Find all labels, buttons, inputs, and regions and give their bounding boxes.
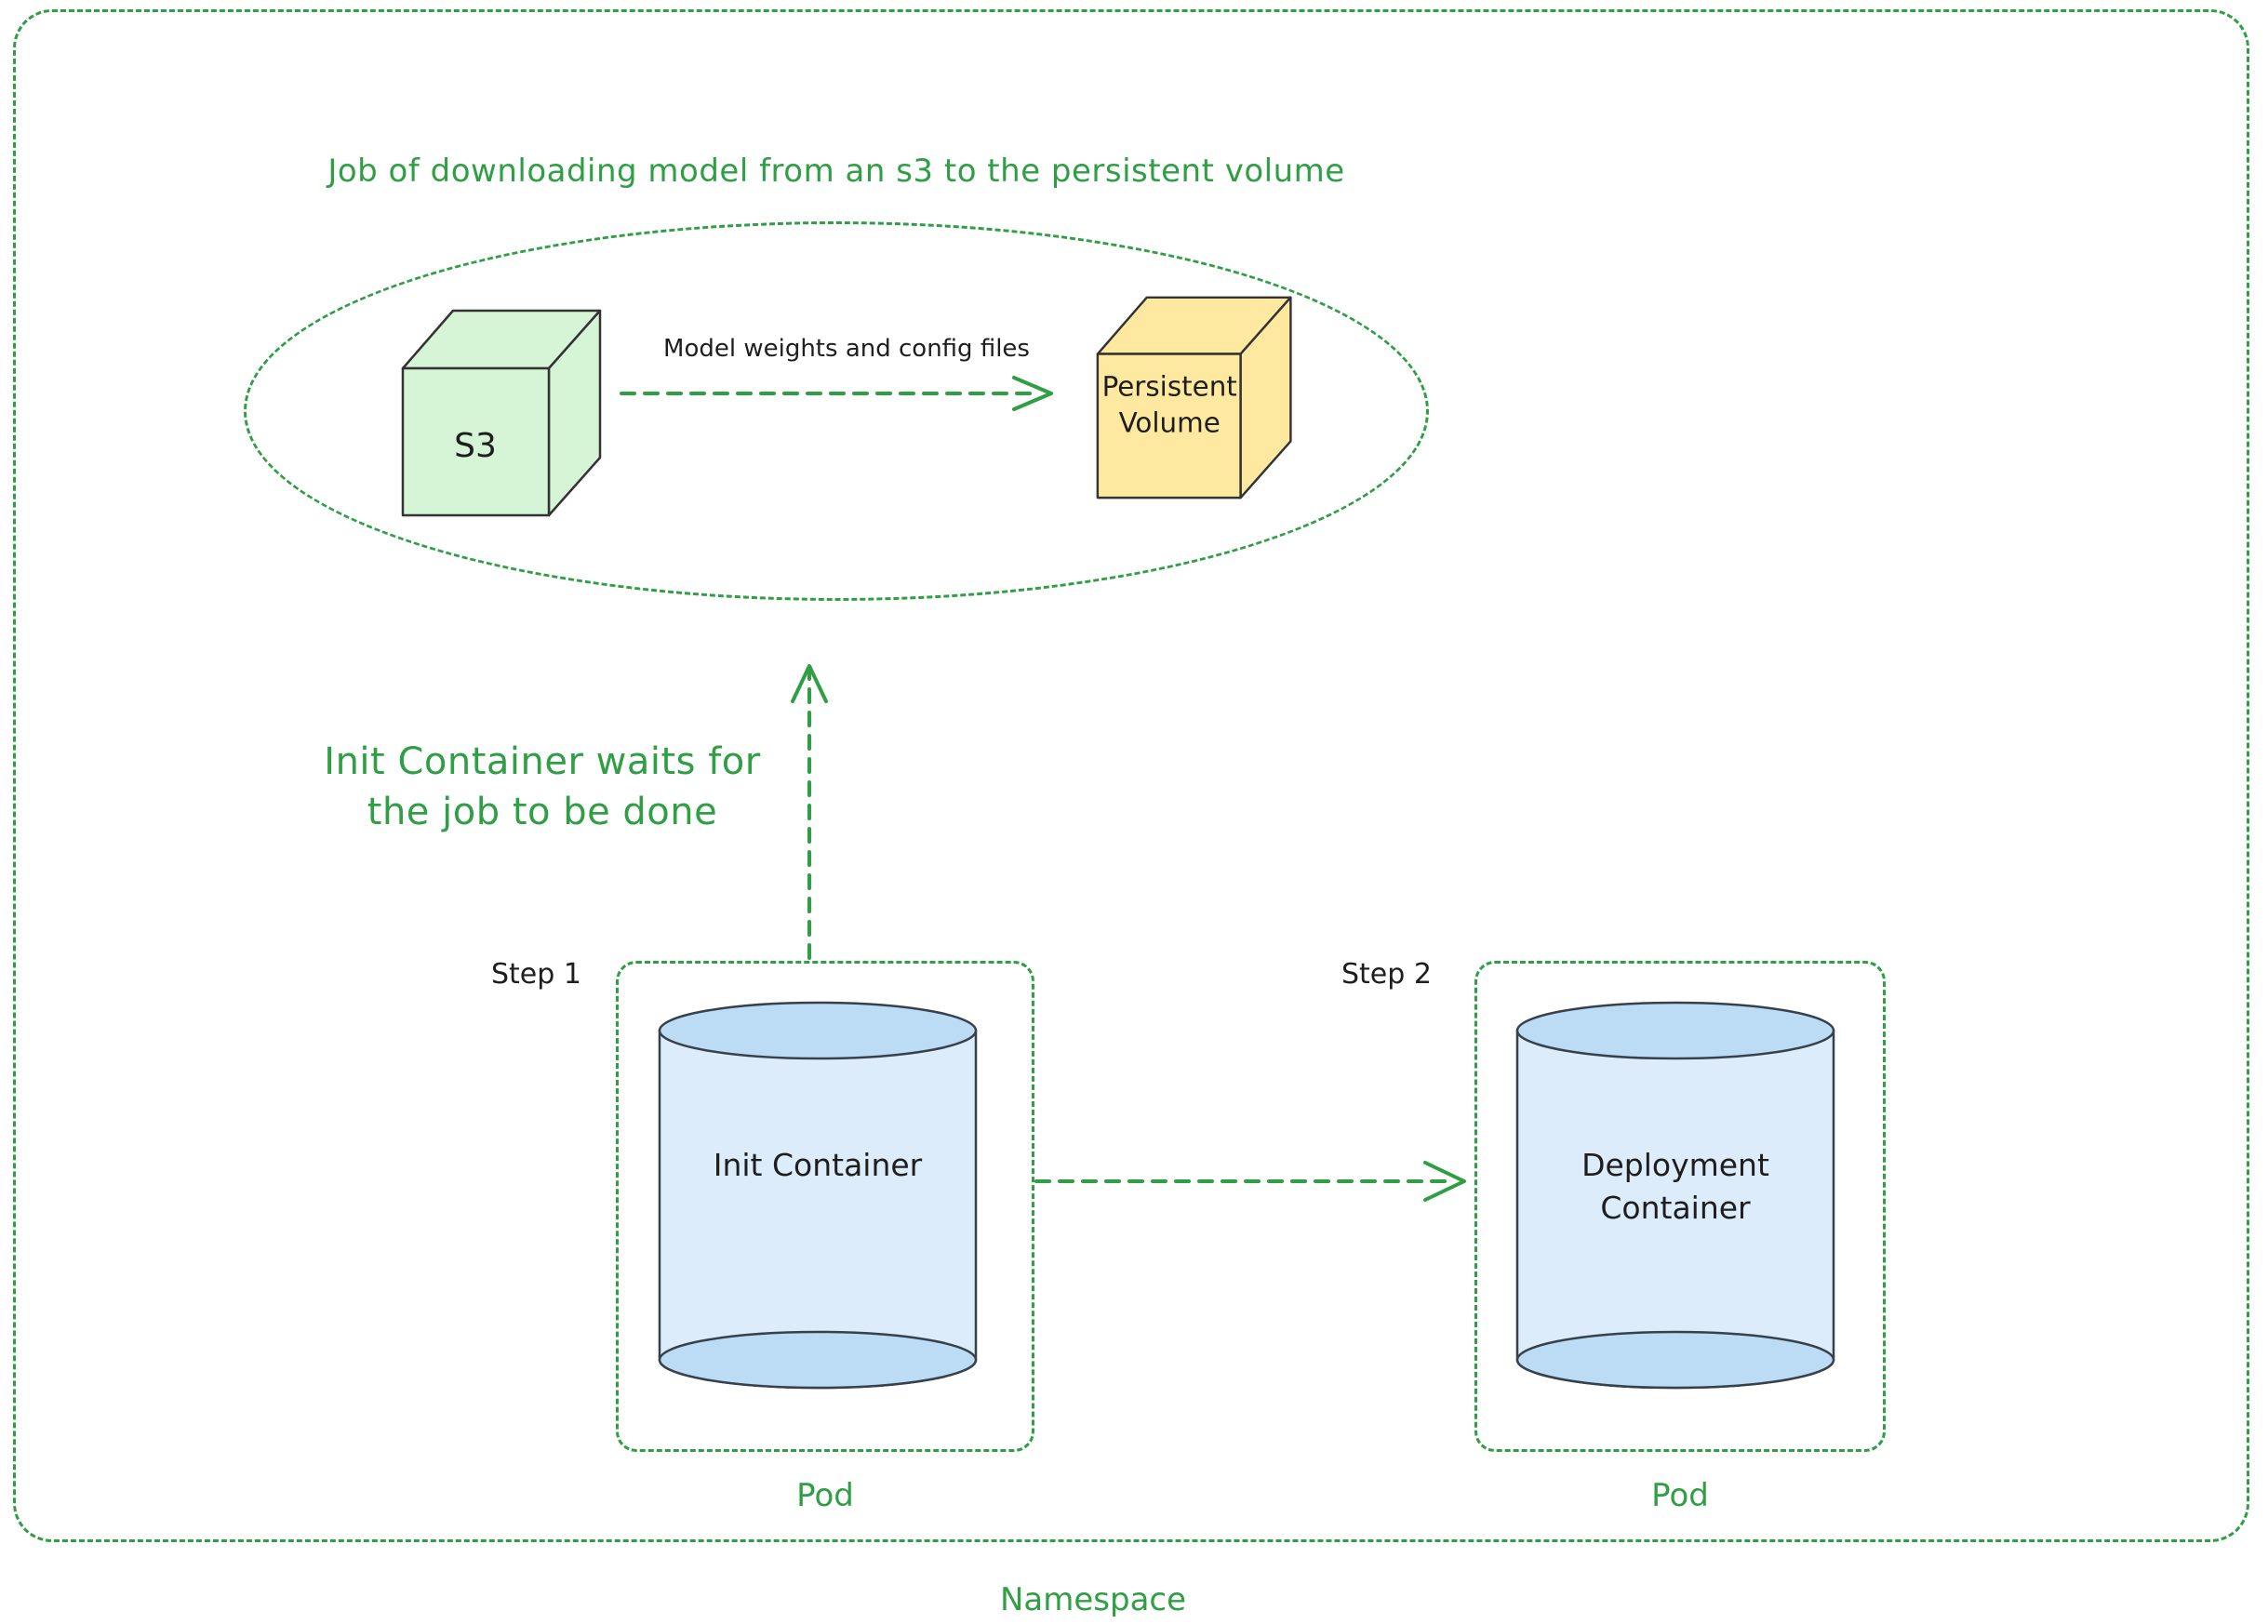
- pod2-box: [1474, 961, 1886, 1452]
- init-container-label: Init Container: [714, 1147, 923, 1183]
- namespace-boundary: [13, 9, 2249, 1542]
- deployment-container-label-line1: Deployment: [1581, 1147, 1769, 1183]
- persistent-volume-label-line1: Persistent: [1102, 371, 1237, 403]
- deployment-container-cylinder: Deployment Container: [1515, 1001, 1835, 1390]
- job-title: Job of downloading model from an s3 to t…: [327, 153, 1345, 190]
- transfer-arrow-label: Model weights and config files: [663, 335, 1030, 363]
- s3-label: S3: [454, 427, 497, 465]
- s3-cube: S3: [401, 309, 602, 517]
- namespace-label: Namespace: [999, 1581, 1187, 1618]
- wait-note-line2: the job to be done: [367, 791, 718, 833]
- wait-note-line1: Init Container waits for: [324, 740, 761, 783]
- wait-arrow: [791, 664, 828, 960]
- pod2-label: Pod: [1651, 1477, 1709, 1514]
- transfer-arrow: [620, 376, 1053, 411]
- pod1-box: [616, 961, 1034, 1452]
- step1-label: Step 1: [491, 958, 581, 991]
- flow-arrow: [1034, 1161, 1466, 1202]
- persistent-volume-label-line2: Volume: [1119, 407, 1221, 439]
- init-container-cylinder: Init Container: [658, 1001, 978, 1390]
- deployment-container-label-line2: Container: [1600, 1190, 1751, 1226]
- wait-note: Init Container waits for the job to be d…: [291, 737, 794, 837]
- job-ellipse: [244, 221, 1429, 601]
- pod1-label: Pod: [796, 1477, 854, 1514]
- persistent-volume-cube: Persistent Volume: [1096, 296, 1292, 499]
- step2-label: Step 2: [1341, 958, 1432, 991]
